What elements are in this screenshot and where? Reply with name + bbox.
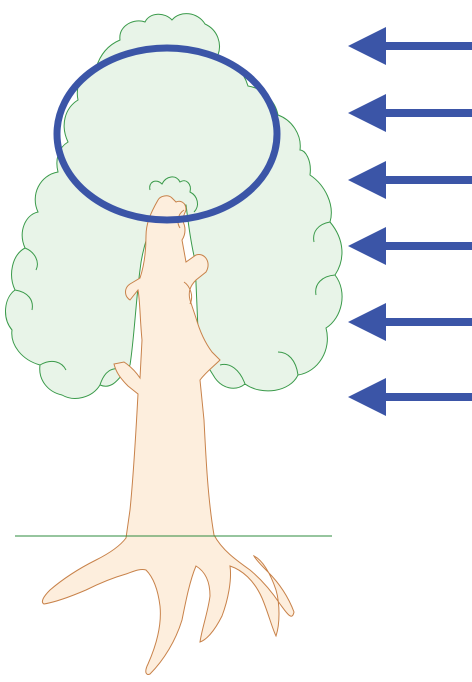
wind-arrow-icon: [348, 227, 472, 265]
wind-arrow-icon: [348, 161, 472, 199]
wind-arrow-icon: [348, 27, 472, 65]
wind-arrow-icon: [348, 303, 472, 341]
wind-arrow-icon: [348, 378, 472, 416]
wind-arrow-icon: [348, 94, 472, 132]
wind-arrows: [348, 27, 472, 416]
